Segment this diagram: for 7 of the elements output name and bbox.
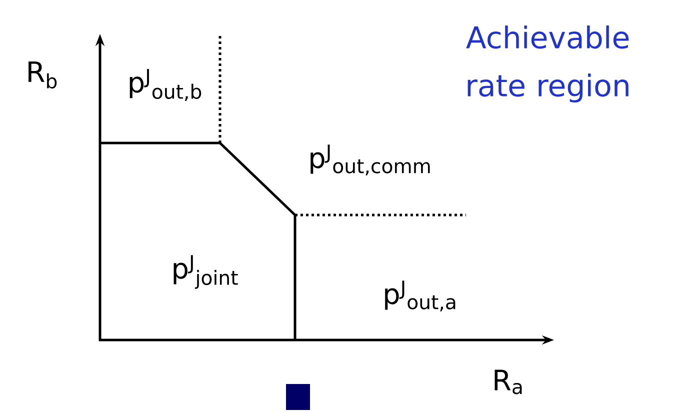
region-label: p$^{J}$out,b [130, 69, 202, 101]
axis-label: R$_{b}$ [28, 62, 57, 88]
axis-label: R$_{a}$ [494, 370, 522, 394]
region-label: p$^{J}$out,a [385, 280, 456, 312]
region-label: p$^{J}$joint [174, 255, 238, 289]
region-label: p$^{J}$out,comm [310, 144, 430, 176]
title: Achievable rate region [466, 26, 629, 103]
